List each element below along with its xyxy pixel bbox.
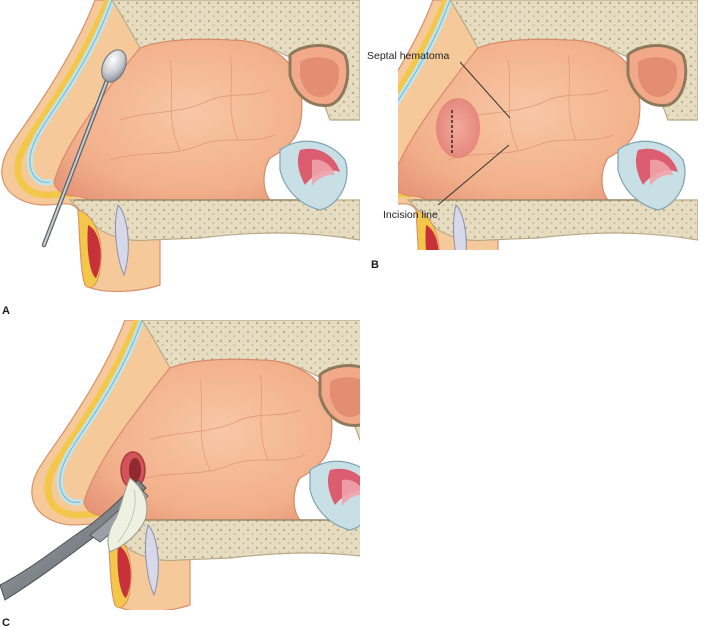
panel-c: C [0, 320, 390, 629]
panel-a-label: A [2, 305, 10, 317]
incision-opening [129, 458, 141, 482]
panel-c-nose-section [32, 320, 390, 611]
panel-b-nose-section [340, 0, 698, 291]
incision-line-label: Incision line [383, 209, 438, 221]
panel-a: A [2, 0, 360, 317]
panel-a-nose-section [2, 0, 360, 291]
panel-b-label: B [371, 259, 379, 271]
septal-hematoma-leader [459, 61, 511, 119]
septal-hematoma-bulge [436, 98, 480, 158]
septal-hematoma-label: Septal hematoma [367, 50, 449, 62]
gauze-packing [107, 477, 148, 553]
incision-line-leader [437, 144, 510, 206]
cotton-applicator-icon [41, 49, 127, 248]
panel-b: Septal hematoma Incision line B [340, 0, 698, 291]
panel-c-label: C [2, 617, 10, 629]
